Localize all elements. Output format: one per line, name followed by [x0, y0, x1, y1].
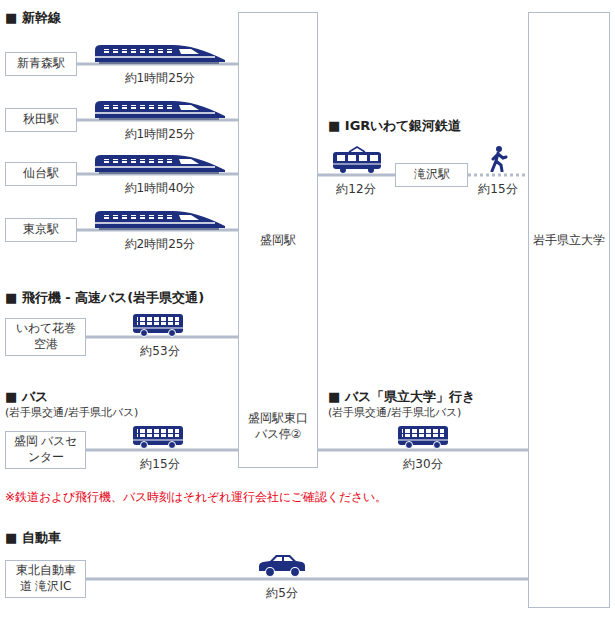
section-heading: (岩手県交通/岩手県北バス): [5, 405, 138, 420]
bus-icon: [133, 314, 183, 337]
travel-time: 約30分: [401, 456, 444, 473]
station-box: 新青森駅: [5, 52, 77, 76]
node-text: 仙台駅: [23, 166, 59, 182]
shinkansen-icon: [95, 211, 225, 230]
car-icon: [259, 555, 305, 577]
route-line: [318, 174, 395, 177]
node-text: 新青森駅: [17, 56, 65, 72]
section-heading: ■ バス「県立大学」行き: [328, 388, 475, 406]
travel-time: 約15分: [138, 456, 181, 473]
section-heading: ■ 自動車: [5, 529, 61, 547]
node-text: 盛岡 バスセンター: [10, 434, 81, 465]
station-box: 仙台駅: [5, 162, 77, 186]
section-heading: (岩手県交通/岩手県北バス): [328, 405, 461, 420]
train-icon: [333, 147, 381, 173]
route-line: [318, 449, 528, 452]
travel-time: 約2時間25分: [123, 236, 198, 253]
station-box: 滝沢駅: [395, 163, 468, 187]
note-text: ※鉄道および飛行機、バス時刻はそれぞれ運行会社にご確認ください。: [5, 489, 387, 506]
bus-icon: [398, 426, 448, 449]
station-box: 盛岡駅盛岡駅東口 バス停②: [238, 12, 318, 468]
section-heading: ■ 飛行機 - 高速バス(岩手県交通): [5, 289, 204, 307]
travel-time: 約12分: [334, 181, 377, 198]
station-box: いわて花巻 空港: [5, 318, 86, 356]
node-text: 岩手県立大学: [532, 233, 606, 249]
station-box: 東京駅: [5, 218, 77, 242]
node-text: 盛岡駅: [242, 233, 314, 249]
node-text: 秋田駅: [23, 112, 59, 128]
route-line: [86, 336, 238, 339]
route-line: [86, 449, 238, 452]
section-heading: ■ バス: [5, 388, 48, 406]
section-heading: ■ 新幹線: [5, 9, 61, 27]
travel-time: 約1時間25分: [123, 126, 198, 143]
bus-icon: [133, 426, 183, 449]
station-box: 岩手県立大学: [528, 12, 610, 608]
station-box: 秋田駅: [5, 108, 77, 132]
shinkansen-icon: [95, 101, 225, 120]
travel-time: 約5分: [264, 585, 300, 602]
section-heading: ■ IGRいわて銀河鉄道: [328, 117, 461, 135]
travel-time: 約1時間25分: [123, 70, 198, 87]
node-text: 滝沢駅: [414, 167, 450, 183]
node-text: いわて花巻 空港: [10, 321, 81, 352]
travel-time: 約15分: [476, 181, 519, 198]
shinkansen-icon: [95, 45, 225, 64]
shinkansen-icon: [95, 155, 225, 174]
station-box: 東北自動車道 滝沢IC: [5, 560, 86, 598]
node-text: 盛岡駅東口 バス停②: [242, 411, 314, 442]
route-line: [86, 578, 528, 581]
node-text: 東京駅: [23, 222, 59, 238]
travel-time: 約53分: [138, 343, 181, 360]
route-line: [468, 174, 528, 177]
walker-icon: [492, 146, 506, 171]
node-text: 東北自動車道 滝沢IC: [10, 563, 81, 594]
station-box: 盛岡 バスセンター: [5, 431, 86, 469]
travel-time: 約1時間40分: [123, 180, 198, 197]
